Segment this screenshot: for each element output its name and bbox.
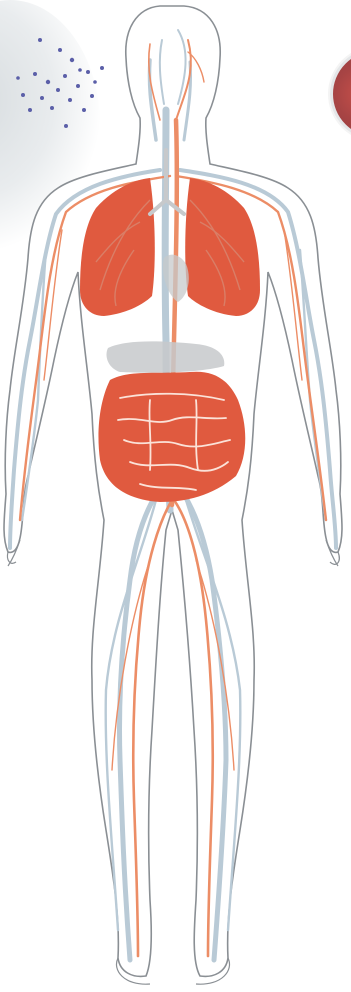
particle-cloud-icon [16, 38, 104, 128]
hands [7, 540, 339, 566]
intestines [98, 372, 245, 502]
stomach [107, 341, 225, 372]
